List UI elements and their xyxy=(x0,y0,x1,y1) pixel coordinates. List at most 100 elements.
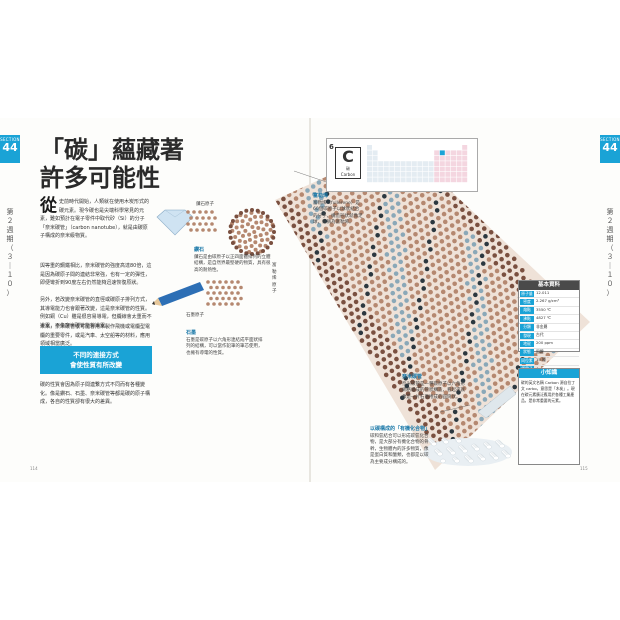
organic-compound-caption: 以碳構成的「有機化合物」碳和氫結合可以形成碳氫化合物，是大部分有機化合物的骨幹，… xyxy=(370,426,431,465)
periodic-cell xyxy=(456,150,462,156)
atom xyxy=(393,228,399,234)
atom xyxy=(434,208,440,213)
atom xyxy=(243,214,248,219)
atom xyxy=(309,219,315,224)
atom xyxy=(436,344,442,349)
atom xyxy=(442,297,447,302)
atom xyxy=(478,331,484,336)
atom xyxy=(262,193,267,198)
atom xyxy=(434,285,439,291)
info-key: 原子量 xyxy=(520,290,534,297)
atom xyxy=(323,269,329,274)
atom xyxy=(340,214,346,220)
atom xyxy=(475,222,480,228)
atom xyxy=(367,221,372,227)
atom xyxy=(399,224,404,230)
atom xyxy=(435,336,440,341)
atom xyxy=(335,218,340,224)
atom xyxy=(440,409,445,415)
atom xyxy=(454,254,460,259)
atom xyxy=(457,191,463,197)
atom xyxy=(452,281,457,287)
atom xyxy=(436,301,441,306)
atom xyxy=(390,205,395,211)
atom xyxy=(428,289,433,295)
atom xyxy=(252,230,257,234)
atom xyxy=(389,283,394,288)
atom xyxy=(218,302,222,306)
atom xyxy=(421,200,426,206)
periodic-cell xyxy=(462,155,468,161)
atom xyxy=(402,247,408,253)
atom xyxy=(296,211,301,217)
atom xyxy=(243,228,248,233)
atom xyxy=(318,273,323,278)
atom xyxy=(351,198,356,204)
periodic-cell xyxy=(439,166,445,172)
periodic-cell xyxy=(367,145,372,150)
atom xyxy=(308,168,314,174)
atom xyxy=(396,116,401,121)
atom xyxy=(425,274,431,279)
atom xyxy=(240,219,245,224)
atom xyxy=(411,387,417,393)
atom xyxy=(312,191,317,197)
atom xyxy=(320,246,325,251)
atom xyxy=(506,303,511,308)
atom xyxy=(417,220,423,225)
atom xyxy=(397,209,402,214)
atom xyxy=(406,228,411,233)
atom xyxy=(430,305,436,310)
atom xyxy=(481,346,486,352)
atom xyxy=(301,165,307,170)
fullerene-molecule xyxy=(228,208,276,256)
atom xyxy=(421,371,427,377)
atom xyxy=(477,323,483,329)
atom xyxy=(452,409,458,415)
atom xyxy=(359,338,365,343)
atom xyxy=(346,253,352,258)
atom xyxy=(305,230,310,236)
atom xyxy=(426,317,431,322)
atom xyxy=(253,214,258,219)
atom xyxy=(230,241,235,245)
atom xyxy=(491,373,497,379)
atom xyxy=(380,263,385,269)
atom xyxy=(497,412,503,417)
atom xyxy=(496,319,501,324)
atom xyxy=(323,226,329,232)
atom xyxy=(195,216,199,220)
atom xyxy=(423,301,429,307)
atom xyxy=(314,164,319,170)
atom xyxy=(343,272,348,278)
atom xyxy=(401,112,406,117)
atom xyxy=(480,338,485,344)
atom xyxy=(186,210,190,214)
atom xyxy=(377,120,382,125)
atom xyxy=(392,220,398,226)
atom xyxy=(404,340,410,346)
atom xyxy=(412,266,417,272)
atom xyxy=(284,177,290,182)
atom xyxy=(408,201,414,206)
periodic-cell xyxy=(445,166,451,172)
atom xyxy=(450,394,456,399)
atom xyxy=(472,207,478,212)
atom xyxy=(378,128,383,133)
atom xyxy=(463,393,468,399)
atom xyxy=(279,188,285,194)
atom xyxy=(484,284,490,290)
atom xyxy=(258,243,263,248)
atom xyxy=(366,256,371,262)
atom xyxy=(416,418,421,423)
atom xyxy=(458,405,464,411)
atom xyxy=(362,233,368,238)
atom xyxy=(413,317,419,323)
atom xyxy=(387,232,393,238)
atom xyxy=(247,232,252,237)
atom xyxy=(320,203,325,208)
atom xyxy=(457,312,462,317)
info-row: 發現古代 xyxy=(519,332,579,341)
atom xyxy=(275,212,276,218)
atom xyxy=(285,184,291,190)
